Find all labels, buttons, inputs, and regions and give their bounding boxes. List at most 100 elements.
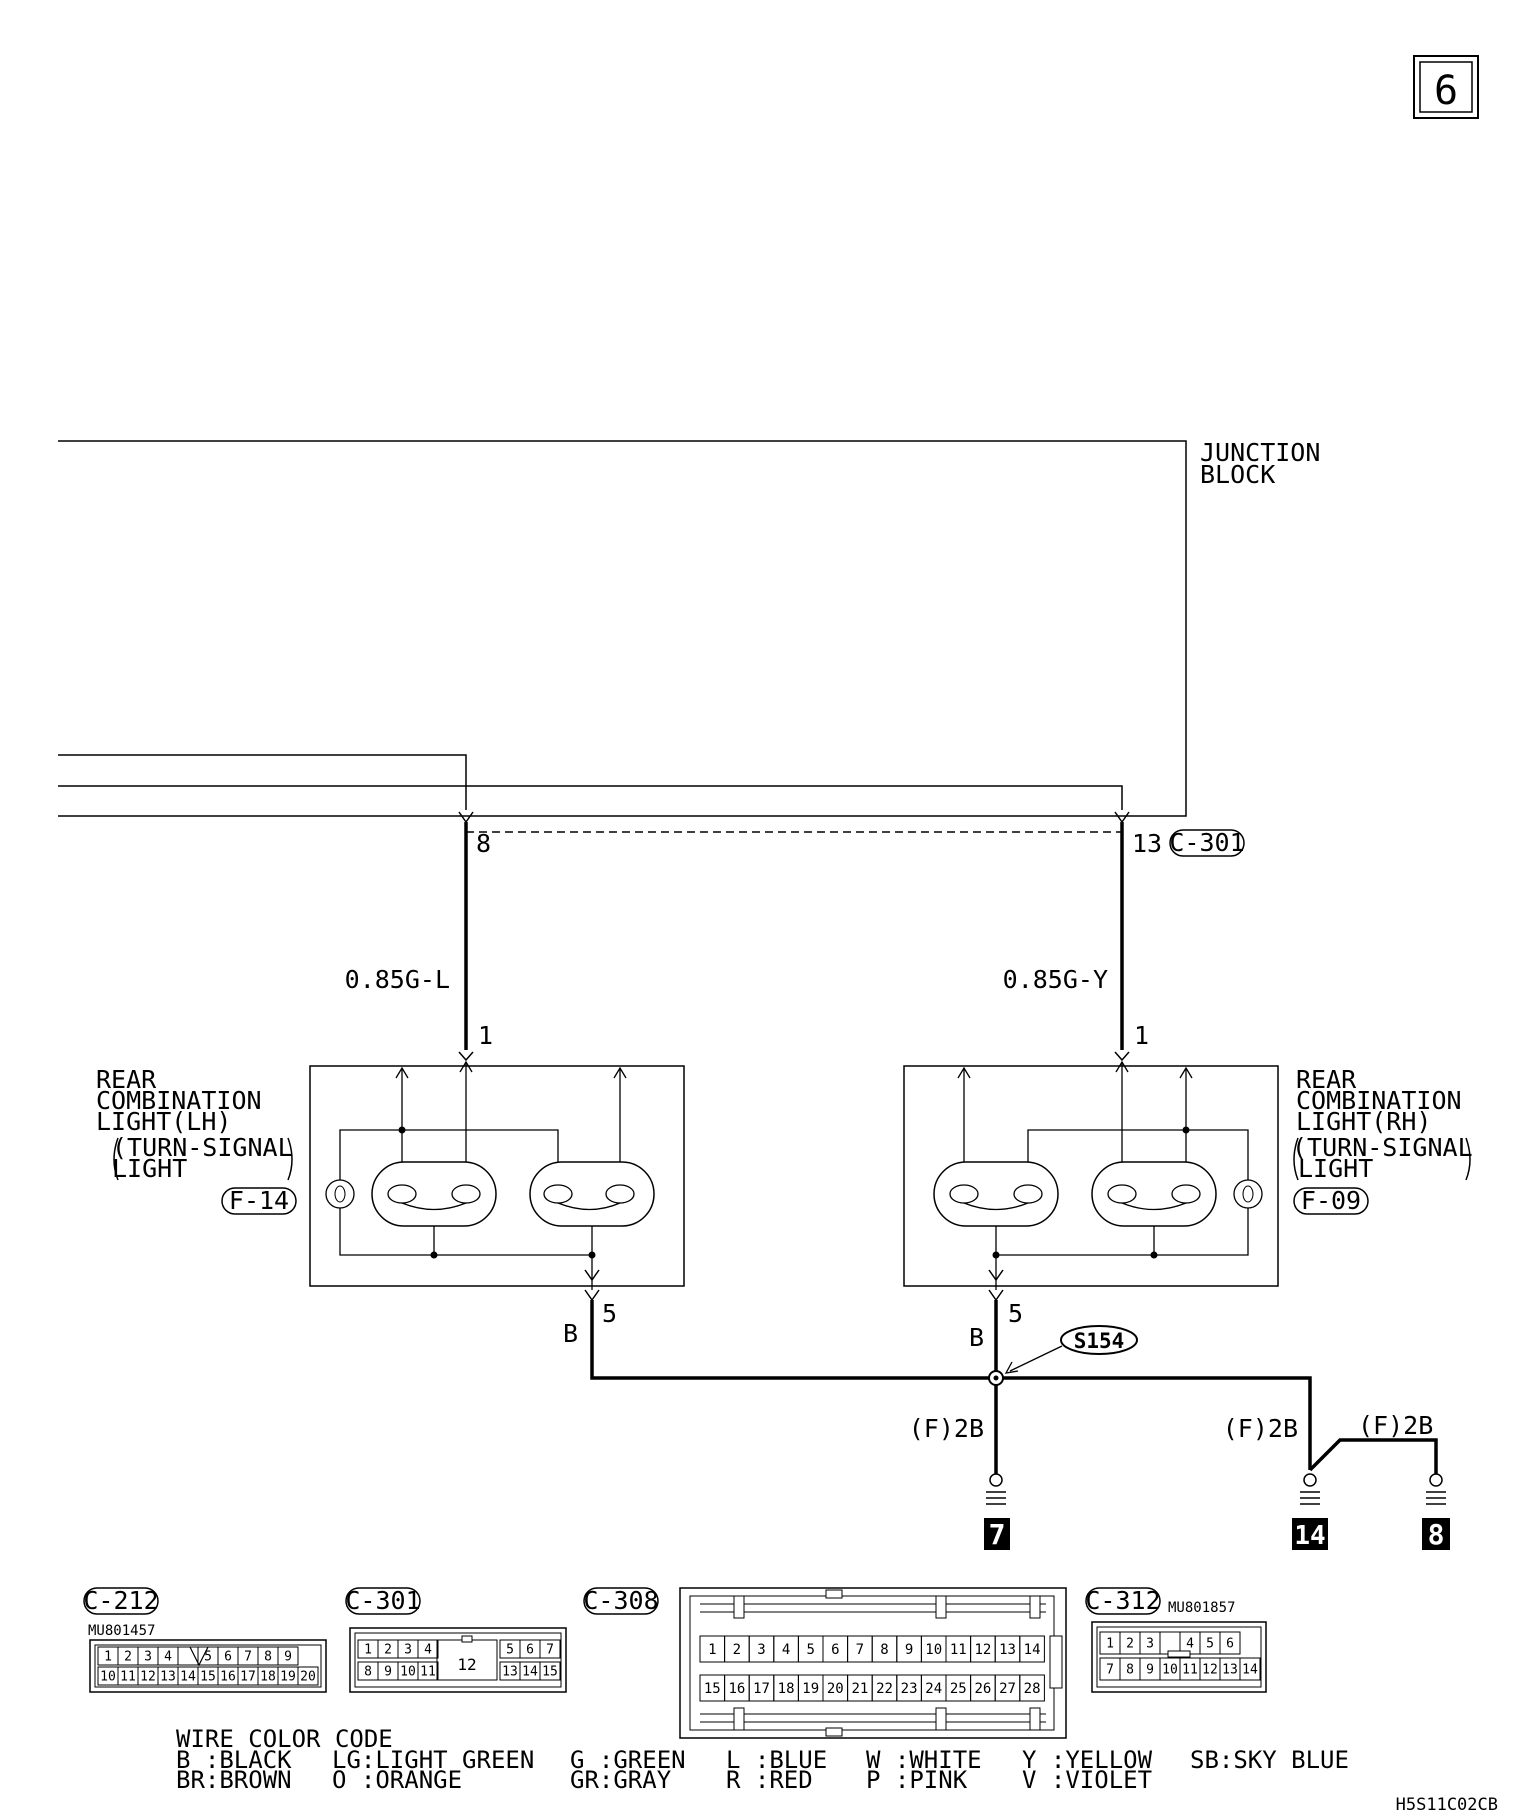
connector-pin-number: 11 [950,1642,967,1658]
c301-connector-tag [1169,829,1245,857]
page-number-badge: 6 [1413,55,1479,119]
connector-pin-number: 7 [244,1650,252,1665]
connector-pin-number: 1 [708,1642,716,1658]
connector-pin-number: 5 [204,1650,212,1665]
wcc-br: BR:BROWN [176,1766,292,1794]
c312-part: MU801857 [1168,1600,1235,1616]
splice-tag [1060,1325,1138,1355]
connector-pin-number: 12 [140,1670,156,1685]
connector-pin-cell [417,1639,439,1659]
connector-pin-number: 14 [1024,1642,1041,1658]
rear-combination-light-lh [309,1060,685,1290]
figure-code: H5S11C02CB [1396,1795,1498,1815]
c301-pin8-marker [458,811,474,824]
connector-pin-number: 6 [1226,1637,1234,1652]
connector-pin-number: 2 [733,1642,741,1658]
c312-label: C-312 [1085,1586,1160,1615]
connector-pin-cell [417,1661,439,1681]
connector-pin-number: 5 [506,1643,514,1658]
connector-pin-number: 12 [1202,1663,1218,1678]
connector-pin-number: 15 [704,1681,721,1697]
wcc-g: G :GREEN [570,1746,686,1774]
connector-pin-number: 9 [1146,1663,1154,1678]
connector-pin-number: 8 [264,1650,272,1665]
c301-connector-label: C-301 [1169,828,1244,857]
splice-label: S154 [1074,1329,1125,1353]
connector-pin-number: 1 [364,1643,372,1658]
junction-block-outline [58,440,1187,817]
wcc-lg: LG:LIGHT GREEN [332,1746,534,1774]
c212-label: C-212 [83,1586,158,1615]
connector-pin-number: 10 [1162,1663,1178,1678]
connector-pin-number: 5 [1206,1637,1214,1652]
ground-label-7: 7 [989,1518,1006,1551]
wire-label-right: 0.85G-Y [1003,965,1108,994]
lamp-rh-connector-tag [1293,1187,1369,1215]
connector-pin-number: 19 [802,1681,819,1697]
connector-pin-number: 6 [526,1643,534,1658]
wcc-r: R :RED [726,1766,813,1794]
wcc-b: B :BLACK [176,1746,292,1774]
connector-pin-number: 10 [400,1665,416,1680]
connector-pin-number: 18 [260,1670,276,1685]
connector-pin-number: 7 [1106,1663,1114,1678]
lamp-rh-name-4: (TURN-SIGNAL [1292,1133,1473,1162]
connector-pin-number: 26 [974,1681,991,1697]
lamp-lh-name-4: (TURN-SIGNAL [112,1133,293,1162]
connector-pin-number: 4 [782,1642,790,1658]
lamp-rh-pin5-marker-b [988,1289,1004,1302]
wire-label-ground-8: (F)2B [1358,1411,1433,1440]
connector-pin-number: 3 [1146,1637,1154,1652]
connector-pin-number: 16 [728,1681,745,1697]
lamp-lh-name-5: LIGHT [112,1154,187,1183]
connector-pin-number: 11 [1182,1663,1198,1678]
wcc-sb: SB:SKY BLUE [1190,1746,1349,1774]
connector-pin-number: 7 [546,1643,554,1658]
lamp-lh-connector-tag [221,1187,297,1215]
rear-combination-light-rh [903,1060,1279,1290]
c308-label: C-308 [583,1586,658,1615]
wire-label-ground-lh: B [563,1319,578,1348]
connector-pin-number: 24 [925,1681,942,1697]
ground-label-8: 8 [1428,1518,1445,1551]
wcc-y: Y :YELLOW [1022,1746,1153,1774]
jb-internal-line-lh [58,754,467,810]
lamp-lh-name-1: REAR [96,1065,157,1094]
wcc-w: W :WHITE [866,1746,982,1774]
connector-pin-number: 13 [502,1665,518,1680]
connector-pin-number: 15 [200,1670,216,1685]
c301-center-pin: 12 [457,1655,476,1674]
ground-symbol-14: 14 [1292,1473,1328,1551]
connector-pin-number: 8 [364,1665,372,1680]
connector-pin-number: 7 [856,1642,864,1658]
ground-wire-8 [1308,1438,1438,1475]
wire-label-ground-7: (F)2B [909,1414,984,1443]
connector-pin-number: 6 [224,1650,232,1665]
wire-label-left: 0.85G-L [345,965,450,994]
ground-symbol-7: 7 [984,1473,1010,1551]
connector-pin-number: 18 [778,1681,795,1697]
jb-internal-line-rh [58,785,1123,810]
connector-pin-number: 11 [420,1665,436,1680]
connector-pin-number: 8 [1126,1663,1134,1678]
junction-block-label-1: JUNCTION [1200,438,1320,467]
ground-wire-main [590,1300,1312,1470]
lamp-lh-pin-out: 5 [602,1299,617,1328]
lamp-lh-pin5-marker-a [584,1269,600,1282]
connector-pin-number: 9 [384,1665,392,1680]
lamp-rh-name-1: REAR [1296,1065,1357,1094]
connector-pin-cell [1019,1635,1045,1663]
connector-pin-number: 4 [164,1650,172,1665]
wcc-gr: GR:GRAY [570,1766,672,1794]
lamp-rh-name-5: LIGHT [1298,1154,1373,1183]
lamp-rh-pin5-marker-a [988,1269,1004,1282]
connector-pin-number: 14 [180,1670,196,1685]
lamp-lh-name-3: LIGHT(LH) [96,1107,231,1136]
connector-pin-number: 17 [753,1681,770,1697]
connector-pin-number: 20 [300,1670,316,1685]
connector-pin-number: 3 [144,1650,152,1665]
connector-pin-number: 2 [384,1643,392,1658]
